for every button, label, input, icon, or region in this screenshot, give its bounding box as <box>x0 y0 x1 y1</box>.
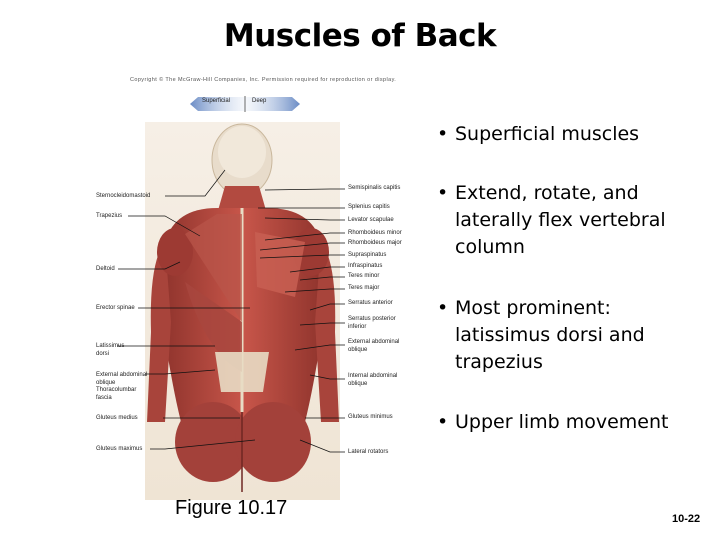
label-external-oblique-right-line1: External abdominal <box>348 339 400 345</box>
figure-caption: Figure 10.17 <box>175 497 288 519</box>
bullet-text-line2: laterally flex vertebral <box>455 209 666 231</box>
bullet-dot: • <box>437 182 449 204</box>
label-gluteus-minimus: Gluteus minimus <box>348 414 393 420</box>
label-gluteus-maximus: Gluteus maximus <box>96 446 143 452</box>
label-latissimus-dorsi-line1: Latissimus <box>96 343 125 349</box>
label-latissimus-dorsi-line2: dorsi <box>96 350 110 357</box>
bullet-dot: • <box>437 411 449 433</box>
label-splenius-capitis: Splenius capitis <box>348 204 390 210</box>
label-internal-oblique-line2: oblique <box>348 380 368 387</box>
label-lateral-rotators: Lateral rotators <box>348 449 389 455</box>
label-external-oblique-right: External abdominal oblique <box>348 339 399 354</box>
label-latissimus-dorsi: Latissimus dorsi <box>96 343 124 358</box>
superficial-deep-toggle: Superficial Deep <box>190 94 300 114</box>
bullet-most-prominent: • Most prominent: latissimus dorsi and t… <box>437 295 645 376</box>
bullet-text: Superficial muscles <box>455 123 640 145</box>
label-internal-oblique: Internal abdominal oblique <box>348 373 397 388</box>
bullet-dot: • <box>437 123 449 145</box>
label-external-oblique-left-line1: External abdominal <box>96 372 148 378</box>
back-muscles-illustration <box>145 122 340 500</box>
bullet-dot: • <box>437 297 449 319</box>
label-serratus-anterior: Serratus anterior <box>348 300 393 306</box>
label-external-oblique-left-line2: oblique <box>96 379 116 386</box>
label-teres-major: Teres major <box>348 285 380 291</box>
label-deltoid: Deltoid <box>96 266 115 272</box>
bullet-superficial-muscles: • Superficial muscles <box>437 121 640 148</box>
label-teres-minor: Teres minor <box>348 273 380 279</box>
bullet-text-line3: trapezius <box>455 351 543 373</box>
label-erector-spinae: Erector spinae <box>96 305 135 311</box>
bullet-text-line2: latissimus dorsi and <box>455 324 645 346</box>
bullet-text-line1: Most prominent: <box>455 297 611 319</box>
slide-title: Muscles of Back <box>223 18 497 54</box>
label-sternocleidomastoid: Sternocleidomastoid <box>96 193 151 199</box>
label-semispinalis-capitis: Semispinalis capitis <box>348 185 401 191</box>
bullet-text: Upper limb movement <box>455 411 669 433</box>
label-serratus-posterior-line2: inferior <box>348 323 367 330</box>
label-rhomboideus-minor: Rhomboideus minor <box>348 230 402 236</box>
label-infraspinatus: Infraspinatus <box>348 263 383 269</box>
label-thoracolumbar-line1: Thoracolumbar <box>96 387 137 393</box>
label-thoracolumbar-line2: fascia <box>96 394 112 401</box>
superficial-label: Superficial <box>202 98 231 104</box>
label-serratus-posterior-inferior: Serratus posterior inferior <box>348 316 396 331</box>
label-external-oblique-left: External abdominal oblique Thoracolumbar… <box>96 372 147 402</box>
label-external-oblique-right-line2: oblique <box>348 346 368 353</box>
bullet-upper-limb: • Upper limb movement <box>437 409 669 436</box>
deep-label: Deep <box>252 98 267 104</box>
label-trapezius: Trapezius <box>96 213 123 219</box>
bullet-text-line3: column <box>455 236 525 258</box>
label-supraspinatus: Supraspinatus <box>348 252 387 258</box>
bullet-text-line1: Extend, rotate, and <box>455 182 639 204</box>
slide-number: 10-22 <box>672 513 701 525</box>
bullet-extend-rotate: • Extend, rotate, and laterally flex ver… <box>437 180 666 261</box>
label-levator-scapulae: Levator scapulae <box>348 217 394 223</box>
copyright-notice: Copyright © The McGraw-Hill Companies, I… <box>130 77 397 83</box>
label-internal-oblique-line1: Internal abdominal <box>348 373 398 379</box>
label-gluteus-medius: Gluteus medius <box>96 415 138 421</box>
toggle-arrows-graphic <box>190 96 300 112</box>
label-serratus-posterior-line1: Serratus posterior <box>348 316 396 322</box>
label-rhomboideus-major: Rhomboideus major <box>348 240 402 246</box>
